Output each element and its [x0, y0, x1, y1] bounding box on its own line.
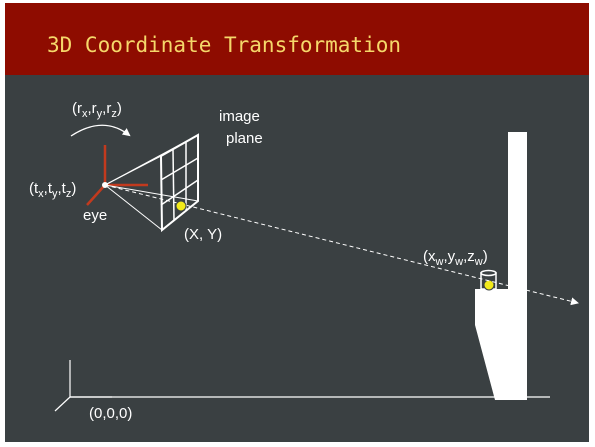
image-plane-label-line2: plane	[226, 130, 263, 147]
diagram: (rx,ry,rz) (tx,ty,tz) (xw,yw,zw) image p…	[29, 100, 579, 422]
slide-content: 3D Coordinate Transformation	[5, 3, 589, 442]
origin-label: (0,0,0)	[89, 405, 132, 422]
eye-point	[102, 182, 108, 188]
world-object	[480, 269, 497, 291]
tower-buttress	[475, 305, 509, 400]
slide-title: 3D Coordinate Transformation	[47, 33, 402, 57]
world-point-label: (xw,yw,zw)	[423, 248, 488, 268]
projection-ray	[104, 184, 579, 306]
tower-ledge	[475, 289, 509, 305]
rotation-arrow	[70, 124, 131, 137]
object-cylinder-top	[480, 269, 497, 277]
world-building	[475, 132, 527, 400]
tower-shaft	[508, 132, 527, 400]
rotation-label: (rx,ry,rz)	[72, 100, 122, 120]
eye-label: eye	[83, 207, 107, 224]
image-plane	[159, 133, 199, 233]
image-point-label: (X, Y)	[184, 226, 222, 243]
view-frustum	[104, 134, 199, 231]
world-origin-axes	[54, 360, 112, 412]
title-bar: 3D Coordinate Transformation	[5, 3, 589, 75]
camera-axes	[86, 145, 148, 206]
world-point-dot	[483, 279, 495, 291]
translation-label: (tx,ty,tz)	[29, 180, 76, 200]
image-plane-label-line1: image	[219, 108, 260, 125]
image-point-dot	[175, 200, 187, 212]
